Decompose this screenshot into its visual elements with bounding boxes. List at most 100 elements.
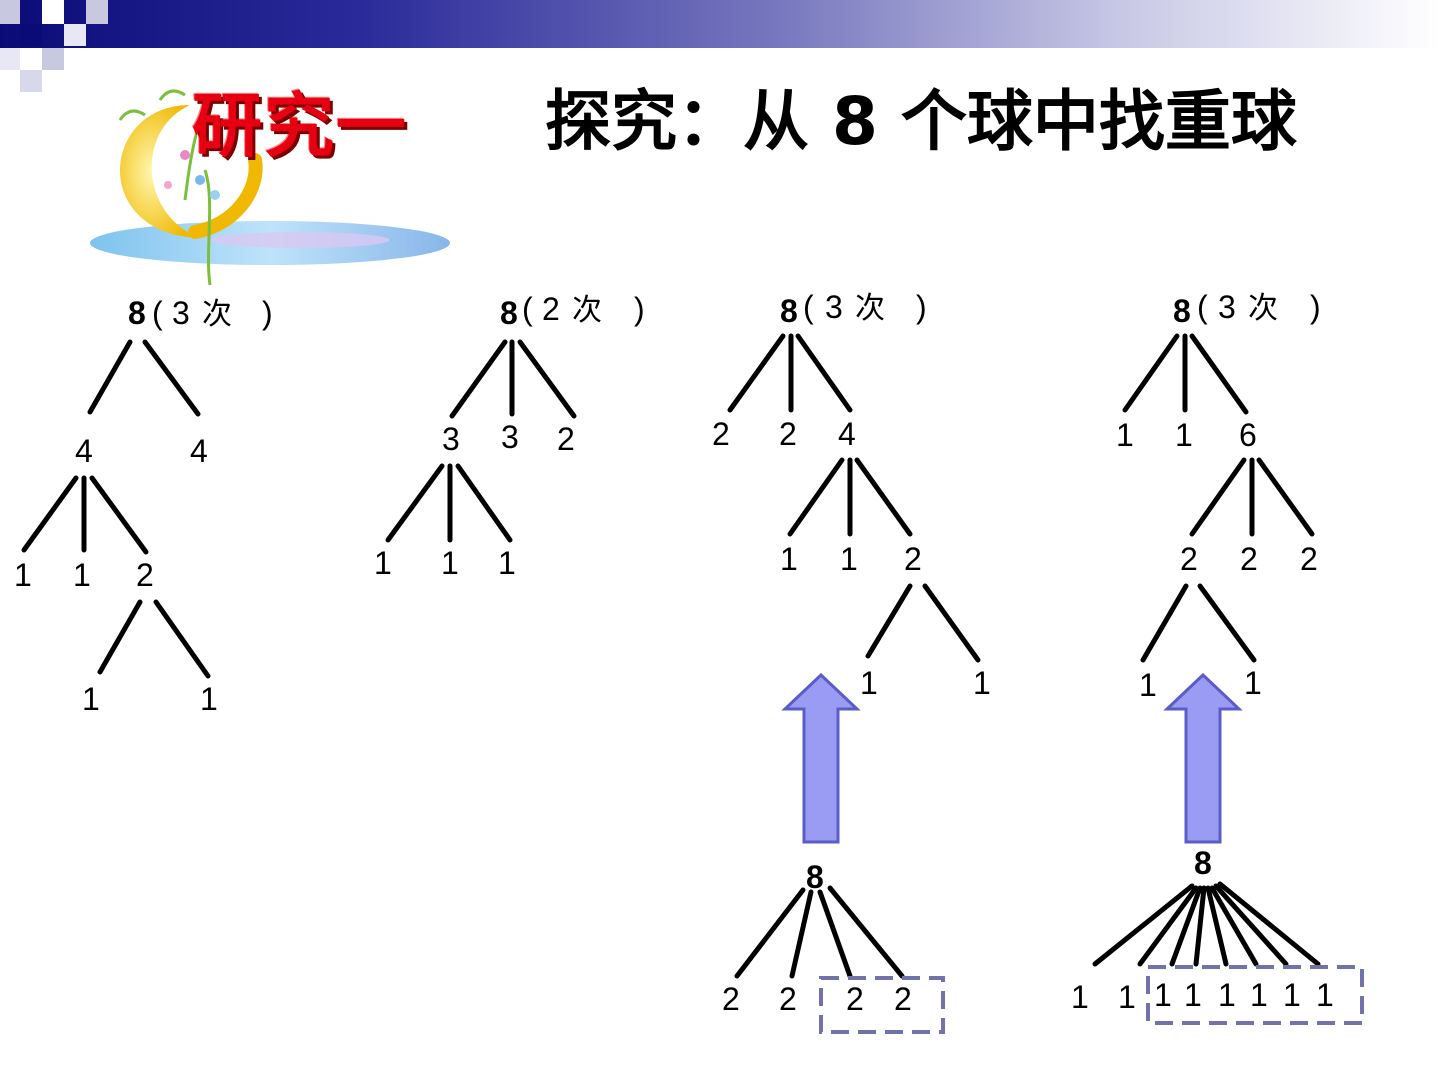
tree-3-alt-edge [734,887,806,979]
tree-4-level3-node: 1 [1244,665,1262,701]
up-arrow-icon [781,672,861,844]
header-square-dark [20,24,42,46]
tree-4-alt-leaf: 1 [1071,979,1089,1015]
tree-1-close-paren: ) [262,295,273,331]
tree-3-level2-node: 2 [904,541,922,577]
tree-1-times-value: 3 [172,295,190,331]
tree-4-alt-edge [1209,885,1259,967]
tree-4-alt-edge [1169,885,1203,967]
tree-2-edge [449,339,508,419]
tree-1-level3-node: 1 [82,681,100,717]
tree-1-root: 8 [128,295,146,331]
tree-2-edge [517,339,577,419]
tree-4-level3-node: 1 [1139,667,1157,703]
header-square-light [64,24,86,46]
tree-3-level1-node: 2 [712,416,730,452]
tree-3-level2-node: 1 [780,541,798,577]
tree-1-edge [21,475,79,553]
tree-3-open-paren: ( [803,289,814,325]
tree-2-close-paren: ) [634,291,645,327]
tree-1-edge [89,475,149,555]
tree-4-level1-node: 6 [1239,417,1257,453]
tree-4-alt-leaf: 1 [1316,977,1334,1013]
tree-1-level2-node: 1 [73,557,91,593]
tree-3-edge [795,333,853,413]
tree-3-alt-leaf: 2 [779,981,797,1017]
tree-3-level1-node: 2 [779,416,797,452]
tree-4-level2-node: 2 [1180,541,1198,577]
tree-1-open-paren: ( [152,295,163,331]
tree-4-alt-leaf: 1 [1218,977,1236,1013]
tree-2-level1-node: 3 [501,419,519,455]
tree-4-root: 8 [1173,293,1191,329]
tree-4-edge [1197,583,1257,663]
tree-3-alt-edge [817,889,853,979]
tree-3-close-paren: ) [916,289,927,325]
tree-3-level1-node: 4 [838,416,856,452]
tree-3-alt-leaf: 2 [722,981,740,1017]
tree-4-alt-edge [1213,883,1289,967]
tree-4-alt-leaf: 1 [1283,977,1301,1013]
tree-3: 8 ( 3 次 ) 2 2 4 1 1 2 1 1 8 2 2 2 2 [712,289,991,1034]
tree-3-edge [727,333,786,413]
tree-2-edge [455,463,513,543]
tree-1-times-unit: 次 [202,297,232,332]
tree-2-edge [385,463,445,543]
tree-2-level1-node: 2 [557,421,575,457]
tree-4-alt-leaf: 1 [1154,977,1172,1013]
tree-3-level2-node: 1 [840,541,858,577]
tree-1-level2-node: 2 [136,557,154,593]
tree-1-level2-node: 1 [14,557,32,593]
tree-3-edge [922,583,981,663]
tree-3-alt-leaf: 2 [894,981,912,1017]
tree-2-root: 8 [500,295,518,331]
tree-3-edge [787,457,845,537]
tree-1-level1-node: 4 [190,433,208,469]
tree-4-level1-node: 1 [1116,417,1134,453]
tree-1: 8 ( 3 次 ) 4 4 1 1 2 1 1 [14,295,273,717]
tree-4-close-paren: ) [1310,289,1321,325]
tree-3-alt-leaf: 2 [846,981,864,1017]
header-gradient-bar [0,0,1440,48]
tree-1-edge [153,599,211,679]
tree-2-open-paren: ( [522,291,533,327]
tree-4-alt-leaf: 1 [1250,977,1268,1013]
tree-3-alt-root: 8 [806,859,824,895]
tree-3-times-value: 3 [825,289,843,325]
tree-4-alt-edge [1137,885,1199,967]
tree-3-times-unit: 次 [855,291,885,326]
tree-4-alt-leaf: 1 [1184,977,1202,1013]
tree-1-edge [87,339,133,415]
tree-3-alt-edge [789,889,814,979]
tree-4-edge [1189,333,1249,415]
tree-3-level3-node: 1 [860,665,878,701]
tree-1-edge [97,599,143,675]
tree-2-level2-node: 1 [498,545,516,581]
tree-4: 8 ( 3 次 ) 1 1 6 2 2 2 1 1 8 1 1 1 1 1 [1071,289,1364,1025]
tree-2-times-unit: 次 [572,293,602,328]
tree-3-alt-edge [827,885,905,979]
tree-4-alt-edge [1217,881,1321,967]
tree-4-times-unit: 次 [1248,291,1278,326]
page-title: 探究：从 8 个球中找重球 [545,83,1297,160]
tree-2-times-value: 2 [542,291,560,327]
header-square-light [20,70,42,92]
header-square-light [42,0,64,24]
tree-4-edge [1140,583,1189,663]
tree-4-level2-node: 2 [1300,541,1318,577]
tree-4-times-value: 3 [1218,289,1236,325]
tree-4-edge [1122,333,1180,413]
tree-4-alt-root: 8 [1194,845,1212,881]
tree-1-level3-node: 1 [200,681,218,717]
tree-1-edge [142,339,201,417]
tree-2-level2-node: 1 [441,545,459,581]
section-badge: 研究一 [192,85,408,167]
header-square-light [42,48,64,70]
header-square-light [0,48,20,70]
tree-4-edge [1189,457,1247,537]
tree-2-level1-node: 3 [442,421,460,457]
moon-decoration [90,89,450,286]
tree-3-edge [865,583,913,659]
tree-4-open-paren: ( [1197,289,1208,325]
